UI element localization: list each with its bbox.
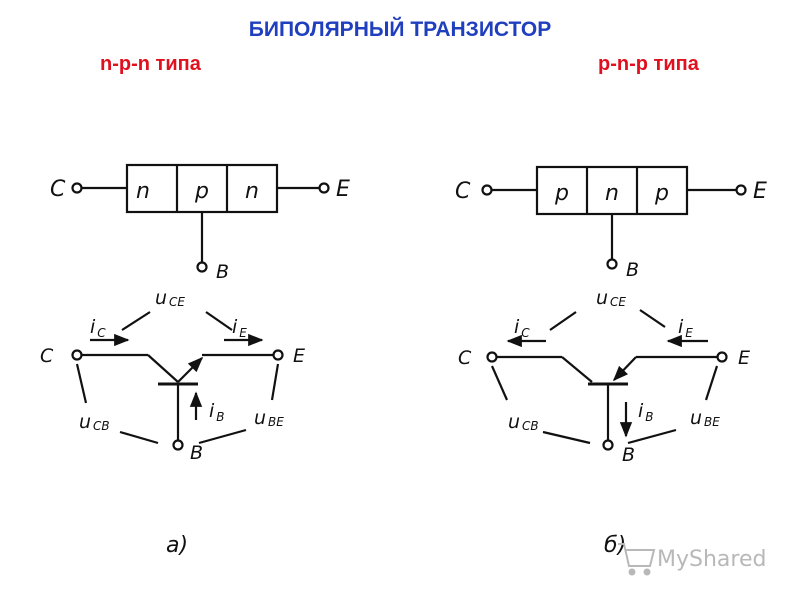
npn-symbol-collector-terminal <box>71 349 83 361</box>
pnp-transistor-symbol <box>486 351 728 451</box>
pnp-ucb-bracket-bottom <box>542 430 591 445</box>
npn-caption: а) <box>166 533 188 558</box>
npn-uce-bracket-left <box>121 311 151 331</box>
pnp-symbol-emitter-arrow <box>612 356 637 382</box>
pnp-base-label: B <box>626 259 639 281</box>
pnp-uce-bracket-left <box>549 311 577 331</box>
pnp-symbol-collector-label: C <box>458 347 472 369</box>
watermark-cart-icon <box>618 543 656 576</box>
npn-emitter-label: E <box>336 177 350 202</box>
pnp-symbol-base-label: B <box>622 444 635 466</box>
pnp-symbol-emitter-label: E <box>738 347 750 369</box>
pnp-symbol-emitter-terminal <box>716 351 728 363</box>
pnp-collector-terminal <box>481 184 493 196</box>
pnp-symbol-collector-terminal <box>486 351 498 363</box>
npn-symbol-collector-diagonal <box>147 354 179 383</box>
pnp-symbol-base-terminal <box>602 439 614 451</box>
pnp-structure <box>481 165 747 270</box>
npn-layer-label: n <box>245 179 259 204</box>
npn-symbol-base-terminal <box>172 439 184 451</box>
pnp-symbol-collector-diagonal <box>561 356 593 383</box>
pnp-diagram <box>481 165 747 451</box>
npn-symbol-emitter-terminal <box>272 349 284 361</box>
npn-uce-bracket-right <box>205 311 233 331</box>
pnp-collector-label: C <box>455 179 471 204</box>
watermark-text: MyShared <box>657 547 766 572</box>
pnp-ucb-bracket-top <box>490 365 509 401</box>
npn-collector-label: C <box>50 177 66 202</box>
pnp-layer-label: p <box>554 181 569 206</box>
npn-layer-label: n <box>136 179 150 204</box>
npn-ucb-bracket-bottom <box>119 430 159 445</box>
npn-layer-label: p <box>194 179 209 204</box>
npn-symbol-base-label: B <box>190 442 203 464</box>
subtitle-pnp: p-n-p типа <box>598 53 699 75</box>
npn-symbol-collector-label: C <box>40 345 54 367</box>
npn-ucb-bracket-top <box>75 363 88 404</box>
npn-emitter-terminal <box>318 182 330 194</box>
pnp-caption: б) <box>604 533 626 558</box>
npn-diagram <box>71 163 330 451</box>
pnp-emitter-terminal <box>735 184 747 196</box>
diagram-title: БИПОЛЯРНЫЙ ТРАНЗИСТОР <box>248 18 552 41</box>
npn-symbol-emitter-arrow <box>177 356 204 383</box>
pnp-base-terminal <box>606 258 618 270</box>
npn-structure <box>71 163 330 273</box>
watermark: MyShared <box>618 543 766 576</box>
pnp-ube-bracket-top <box>704 365 719 401</box>
pnp-ube-bracket-bottom <box>627 428 677 445</box>
pnp-uce-bracket-right <box>639 309 666 328</box>
pnp-layer-label: n <box>605 181 619 206</box>
npn-symbol-emitter-label: E <box>293 345 305 367</box>
npn-base-label: B <box>216 261 229 283</box>
npn-base-terminal <box>196 261 208 273</box>
pnp-emitter-label: E <box>753 179 767 204</box>
npn-collector-terminal <box>71 182 83 194</box>
npn-ube-bracket-top <box>270 363 280 401</box>
pnp-layer-label: p <box>654 181 669 206</box>
npn-transistor-symbol <box>71 349 284 451</box>
npn-ube-bracket-bottom <box>198 428 247 445</box>
subtitle-npn: n-p-n типа <box>100 53 201 75</box>
